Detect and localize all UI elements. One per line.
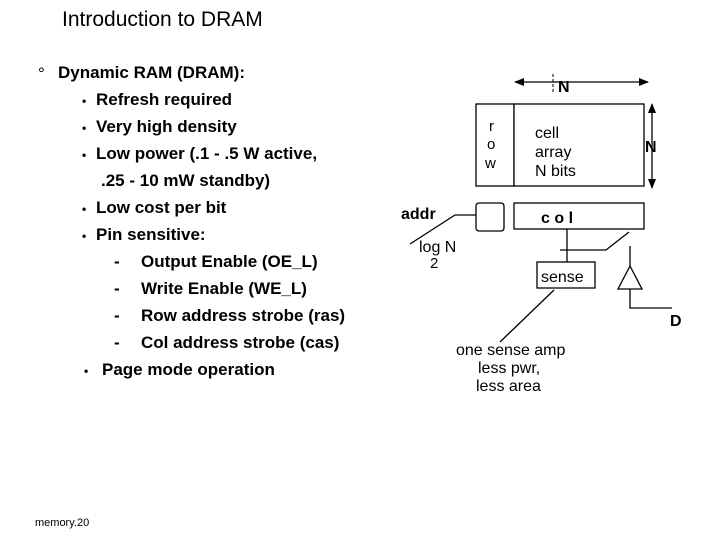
bullet-marker: • [84, 364, 89, 378]
driver-output-line [629, 289, 672, 309]
address-latch [475, 202, 505, 232]
cell-array [513, 103, 645, 187]
bullet-marker: • [82, 202, 87, 216]
sub-item-cas: Col address strobe (cas) [141, 333, 340, 352]
row-letter-o: o [487, 136, 495, 153]
bullet-pin-sensitive: Pin sensitive: [96, 225, 206, 244]
row-letter-w: w [484, 155, 496, 172]
addr-bus-line [409, 214, 476, 245]
sub-item-ras: Row address strobe (ras) [141, 306, 346, 325]
slide-title: Introduction to DRAM [62, 8, 263, 31]
output-driver-triangle [616, 264, 644, 290]
bullet-marker: • [82, 94, 87, 108]
row-letter-r: r [489, 118, 494, 135]
note-line-1: one sense amp [456, 342, 566, 359]
log-subscript-label: 2 [430, 255, 438, 272]
sense-amp [536, 261, 596, 289]
slide-footer: memory.20 [35, 517, 90, 529]
main-bullet-marker: ° [38, 64, 45, 83]
note-pointer-line [499, 289, 555, 343]
col-label: c o l [541, 210, 573, 227]
cell-array-line-3: N bits [535, 163, 576, 180]
bullet-density: Very high density [96, 117, 237, 136]
sub-item-we: Write Enable (WE_L) [141, 279, 307, 298]
dash-marker: - [114, 333, 120, 352]
row-decoder [475, 103, 515, 187]
dash-marker: - [114, 279, 120, 298]
bullet-low-cost: Low cost per bit [96, 198, 227, 217]
bullet-refresh: Refresh required [96, 90, 233, 109]
bullet-page-mode: Page mode operation [102, 360, 275, 379]
bullet-low-power: Low power (.1 - .5 W active, [96, 144, 318, 163]
main-heading: Dynamic RAM (DRAM): [58, 63, 245, 82]
note-line-3: less area [476, 378, 541, 395]
note-line-2: less pwr, [478, 360, 540, 377]
bullet-marker: • [82, 229, 87, 243]
column-decoder [513, 202, 645, 230]
sub-item-oe: Output Enable (OE_L) [141, 252, 318, 271]
n-top-label: N [558, 79, 570, 96]
d-label: D [670, 313, 682, 330]
dash-marker: - [114, 252, 120, 271]
sense-label: sense [541, 269, 584, 286]
n-right-label: N [645, 139, 657, 156]
bullet-marker: • [82, 148, 87, 162]
cell-array-line-1: cell [535, 125, 559, 142]
dash-marker: - [114, 306, 120, 325]
log-n-label: log N [419, 239, 456, 256]
sense-feed-line [560, 231, 630, 251]
addr-label: addr [401, 206, 436, 223]
bullet-low-power-cont: .25 - 10 mW standby) [101, 171, 271, 190]
cell-array-line-2: array [535, 144, 571, 161]
bullet-marker: • [82, 121, 87, 135]
